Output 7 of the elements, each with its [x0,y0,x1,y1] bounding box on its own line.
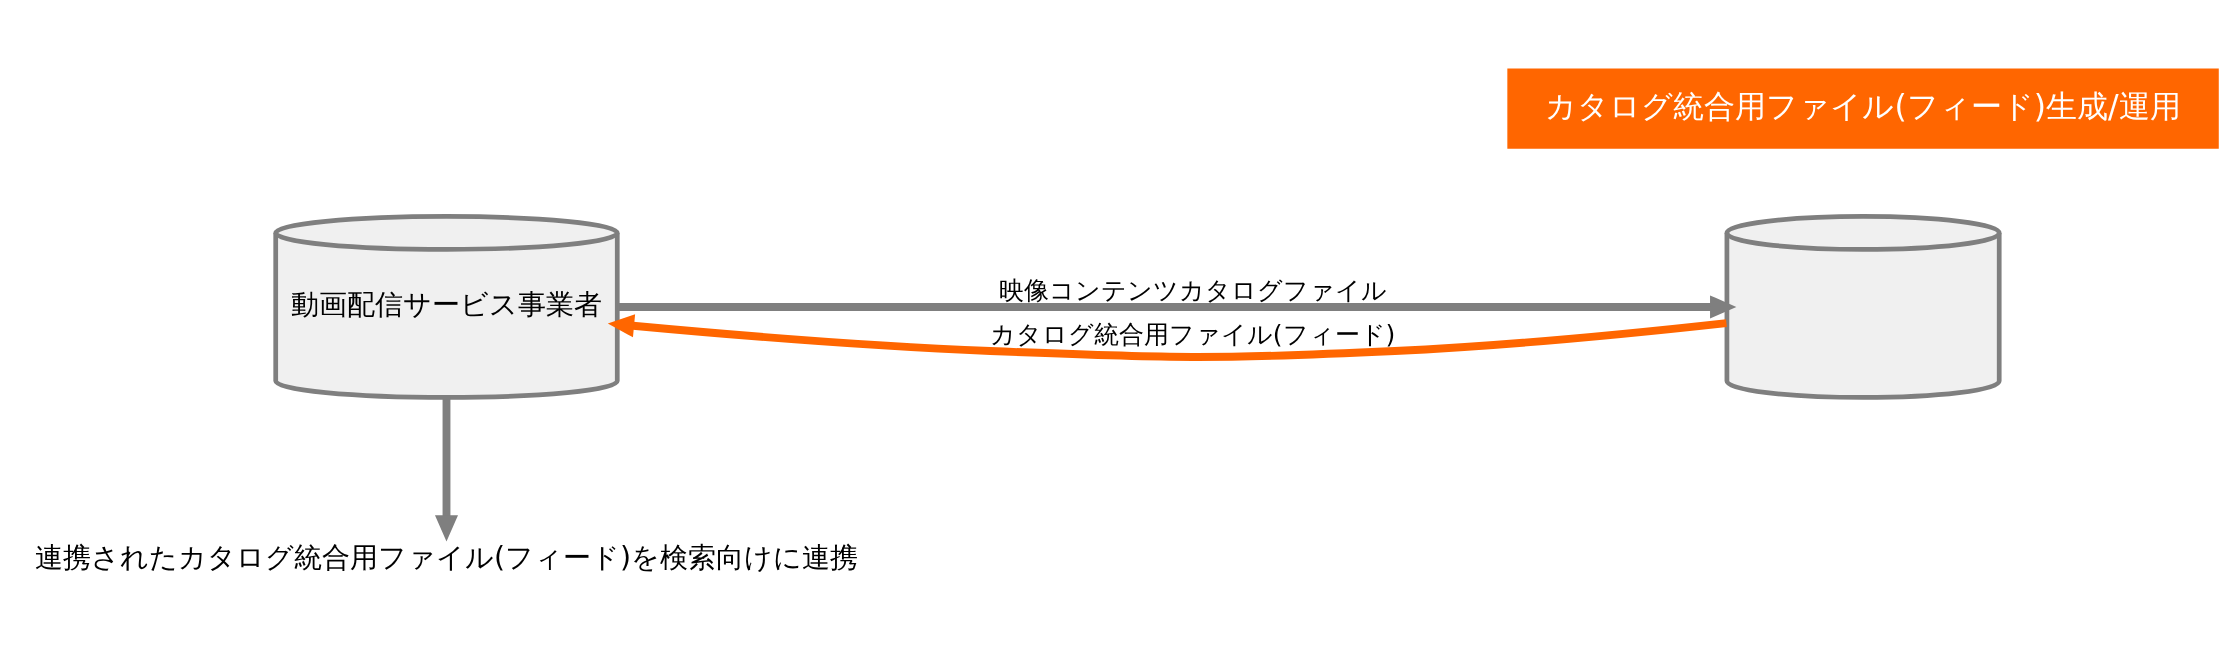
arrow [617,294,1737,318]
arrow [607,313,1727,361]
node-box: カタログ統合用ファイル(フィード)生成/運用 [1507,68,2219,149]
arrow [434,397,458,541]
node-text: 連携されたカタログ統合用ファイル(フィード)を検索向けに連携 [34,540,859,574]
edge-label: 映像コンテンツカタログファイル [998,275,1387,305]
edge-label: カタログ統合用ファイル(フィード) [989,319,1396,349]
